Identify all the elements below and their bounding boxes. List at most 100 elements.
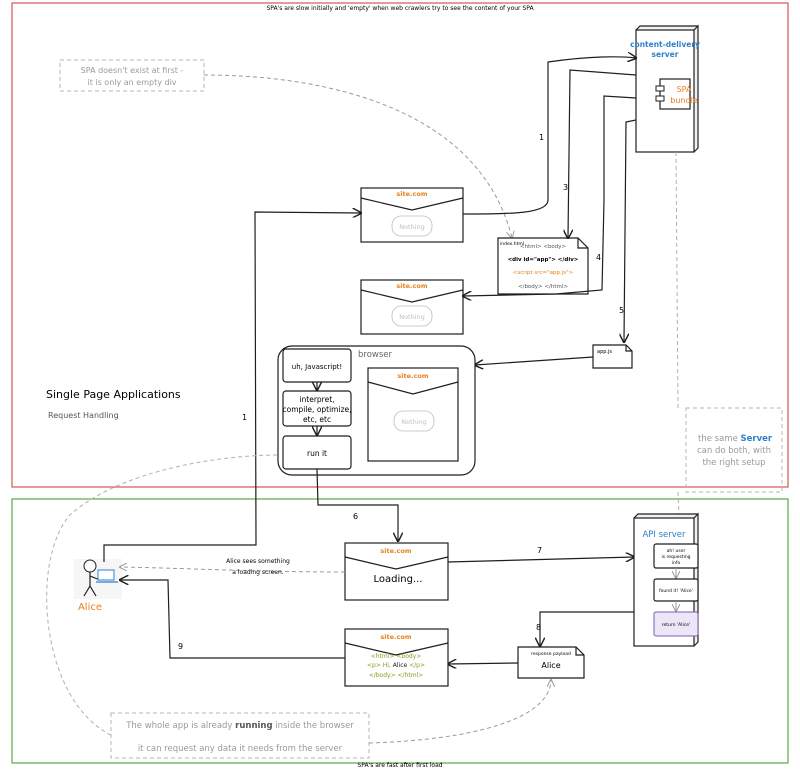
site-window-2: site.com Nothing	[360, 279, 464, 335]
whole-app-line1: The whole app is already running inside …	[125, 721, 354, 731]
result-alice: Alice	[393, 662, 408, 669]
loading-site-label: site.com	[380, 547, 411, 555]
alice-sees-line2: a loading screen.	[232, 569, 284, 576]
cdn-title-line2: server	[652, 50, 679, 59]
site-window-1: site.com Nothing	[360, 187, 464, 243]
html-doc-line4: </body> </html>	[518, 284, 568, 290]
bottom-note: SPA's are fast after first load	[357, 762, 442, 769]
whole-app-bold: running	[235, 721, 272, 731]
arrow-4-label: 4	[596, 253, 601, 262]
arrow-6	[316, 468, 398, 541]
app-js-label: app.js	[597, 349, 612, 355]
loading-to-alice-dashed	[120, 567, 346, 573]
payload-value: Alice	[541, 661, 560, 670]
diagram-title: Single Page Applications	[46, 388, 181, 401]
top-note: SPA's are slow initially and 'empty' whe…	[266, 5, 534, 12]
same-server-line3: the right setup	[702, 458, 765, 468]
browser-site-label: site.com	[397, 372, 428, 380]
html-doc-line1: <html> <body>	[520, 244, 567, 250]
whole-app-line2: it can request any data it needs from th…	[138, 744, 343, 754]
result-line3: </body> </html>	[369, 672, 424, 679]
browser-nothing-label: Nothing	[401, 418, 427, 426]
arrow-4	[463, 95, 637, 296]
step-3-text: run it	[307, 449, 327, 458]
api-step1-line2: is requesting	[661, 554, 690, 560]
step-2-line3: etc, etc	[303, 415, 331, 424]
payload-to-result-arrow	[448, 663, 519, 664]
diagram-subtitle: Request Handling	[48, 411, 119, 420]
laptop-icon	[97, 569, 115, 581]
result-line2: <p> Hi, Alice </p>	[367, 662, 425, 669]
fast-frame	[11, 498, 789, 764]
arrow-2	[462, 57, 636, 215]
arrow-7-label: 7	[537, 546, 542, 555]
step-1-text: uh, Javascript!	[292, 363, 342, 371]
same-server-bold: Server	[741, 434, 773, 444]
same-server-line1: the same Server	[698, 434, 773, 444]
result-line1: <html> <body>	[371, 653, 422, 660]
nothing-label-2: Nothing	[399, 313, 425, 321]
browser-label: browser	[358, 350, 393, 360]
html-doc-tag: index.html	[500, 241, 524, 247]
alice-sees-line1: Alice sees something	[226, 558, 290, 565]
api-step2-text: found it! 'Alice'	[659, 588, 693, 594]
payload-tag: response payload	[531, 651, 571, 657]
spa-note-box	[59, 59, 205, 92]
browser-site-window	[367, 367, 459, 462]
arrow-app-to-browser	[475, 356, 594, 365]
arrow-1-label: 1	[242, 413, 247, 422]
loading-label: Loading...	[374, 574, 423, 585]
whole-app-to-browser-dashed	[46, 454, 279, 736]
payload-doc: response payload Alice	[517, 646, 585, 679]
slow-frame	[11, 2, 789, 488]
html-doc-line3: <script src="app.js">	[513, 270, 574, 276]
whole-app-to-payload-dashed	[368, 680, 551, 744]
arrow-3-label: 3	[563, 183, 568, 192]
api-step1-line1: ah! user	[667, 548, 686, 554]
api-title: API server	[642, 530, 686, 540]
alice-figure: Alice	[74, 559, 122, 613]
api-step3-text: return 'Alice'	[662, 622, 691, 628]
arrow-5	[624, 119, 637, 342]
site-label-2: site.com	[396, 282, 427, 290]
arrow-2-label: 1	[539, 133, 544, 142]
arrow-9-label: 9	[178, 642, 183, 651]
arrow-6-label: 6	[353, 512, 358, 521]
arrow-7	[447, 557, 634, 563]
cdn-server: content-delivery server SPA bundle	[630, 24, 700, 153]
arrow-8-label: 8	[536, 623, 541, 632]
alice-label: Alice	[78, 602, 102, 613]
spa-bundle-line2: bundle	[670, 96, 698, 105]
note-to-api-dashed	[677, 491, 680, 515]
arrow-5-label: 5	[619, 306, 624, 315]
app-js-doc: app.js	[592, 344, 633, 369]
spa-bundle-line1: SPA	[677, 85, 692, 94]
spa-note-line1: SPA doesn't exist at first -	[81, 66, 184, 75]
same-server-note-box	[685, 407, 783, 493]
step-2-line2: compile, optimize,	[282, 405, 351, 414]
cdn-to-note-dashed	[675, 151, 679, 409]
api-step-box-3	[653, 611, 699, 637]
spa-note-arrow	[203, 74, 512, 238]
spa-note-line2: it is only an empty div	[87, 78, 176, 87]
cdn-title-line1: content-delivery	[630, 40, 700, 49]
spa-bundle-box	[659, 78, 691, 110]
arrow-3	[568, 69, 637, 238]
nothing-label-1: Nothing	[399, 223, 425, 231]
same-server-line2: can do both, with	[697, 446, 771, 456]
whole-app-note-box	[110, 712, 370, 759]
site-label-1: site.com	[396, 190, 427, 198]
arrow-1	[103, 212, 361, 562]
loading-window: site.com Loading...	[344, 542, 449, 601]
index-html-doc: index.html <html> <body> <div id="app"> …	[497, 237, 589, 295]
result-window: site.com <html> <body> <p> Hi, Alice </p…	[344, 628, 449, 687]
browser-box: browser uh, Javascript! interpret, compi…	[277, 345, 476, 476]
api-server: API server ah! user is requesting info f…	[633, 512, 699, 647]
arrow-8	[540, 611, 634, 646]
api-step1-line3: info	[672, 560, 681, 566]
step-2-line1: interpret,	[299, 395, 334, 404]
arrow-9	[120, 580, 345, 659]
result-site-label: site.com	[380, 633, 411, 641]
html-doc-line2: <div id="app"> </div>	[508, 257, 579, 263]
